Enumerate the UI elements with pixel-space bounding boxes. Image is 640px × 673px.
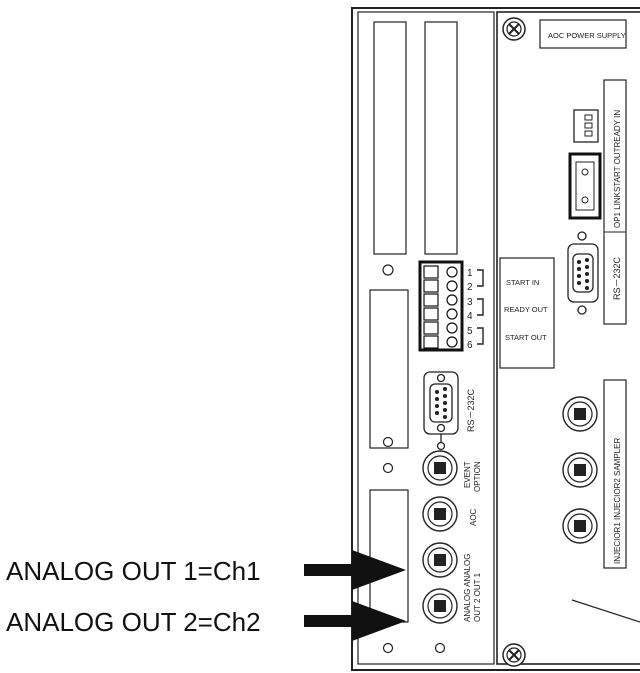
terminal-brackets: [477, 269, 484, 345]
analog-out-1-connector: [422, 542, 458, 578]
slot-cover-1: [373, 21, 407, 255]
left-module-panel: [357, 11, 495, 665]
op1-link-connector: [568, 152, 602, 220]
start-in-label: START IN: [506, 278, 539, 287]
terminal-number-4: 4: [467, 311, 473, 322]
analog-analog-label: ANALOG ANALOG: [463, 554, 472, 622]
sampler-connector: [562, 396, 598, 432]
start-out-label: START OUT: [505, 333, 547, 342]
io-label-box: [499, 257, 555, 369]
ready-out-label: READY OUT: [504, 305, 548, 314]
ready-in-connector: [573, 109, 599, 143]
screw-hole: [382, 642, 394, 654]
injector2-connector: [562, 452, 598, 488]
terminal-number-3: 3: [467, 297, 473, 308]
panel-screw-bottom: [502, 643, 526, 667]
left-vertical-labels: EVENT OPTION AOC ANALOG ANALOG OUT 2 OUT…: [463, 461, 482, 622]
screw-hole: [434, 642, 446, 654]
rs232c-connector-right: [567, 231, 599, 315]
right-label-strip: [603, 79, 627, 325]
terminal-number-2: 2: [467, 282, 473, 293]
rs232c-label-right: RS－232C: [612, 256, 622, 300]
event-connector: [422, 450, 458, 486]
arrow-analog-out-2: [304, 601, 406, 641]
terminal-numbers: 1 2 3 4 5 6: [467, 268, 473, 351]
terminal-number-5: 5: [467, 326, 473, 337]
out2-out1-label: OUT 2 OUT 1: [473, 572, 482, 622]
op1-link-label: OP1 LINKSTART OUTREADY IN: [613, 110, 622, 228]
terminal-number-1: 1: [467, 268, 473, 279]
aoc-connector: [422, 496, 458, 532]
option-label: OPTION: [473, 461, 482, 492]
arrow-analog-out-1: [304, 550, 406, 590]
screw-hole: [382, 462, 394, 474]
aoc-label: AOC: [469, 508, 478, 526]
callout-analog-out-1: ANALOG OUT 1=Ch1: [6, 556, 261, 586]
power-supply-label-box: [539, 19, 627, 49]
rs232c-connector-left: [423, 371, 459, 451]
panel-screw-top: [502, 17, 526, 41]
event-label: EVENT: [463, 461, 472, 488]
screw-hole: [382, 436, 394, 448]
chassis-frame: [351, 7, 640, 671]
callout-analog-out-2: ANALOG OUT 2=Ch2: [6, 607, 261, 637]
screw-hole: [382, 264, 394, 276]
right-module-panel: [496, 11, 640, 665]
blank-plate-1: [369, 289, 409, 449]
terminal-screws: [423, 265, 458, 349]
rs232c-label-left: RS－232C: [466, 388, 476, 432]
blank-plate-2: [369, 489, 409, 623]
leader-line: [571, 599, 640, 623]
analog-out-2-connector: [422, 588, 458, 624]
injector-label-strip: [603, 379, 627, 569]
power-supply-label: AOC POWER SUPPLY: [548, 31, 626, 40]
terminal-number-6: 6: [467, 340, 473, 351]
slot-cover-2: [424, 21, 458, 255]
injector1-connector: [562, 508, 598, 544]
injector-sampler-label: INJECIOR1 INJECIOR2 SAMPLER: [613, 438, 622, 564]
